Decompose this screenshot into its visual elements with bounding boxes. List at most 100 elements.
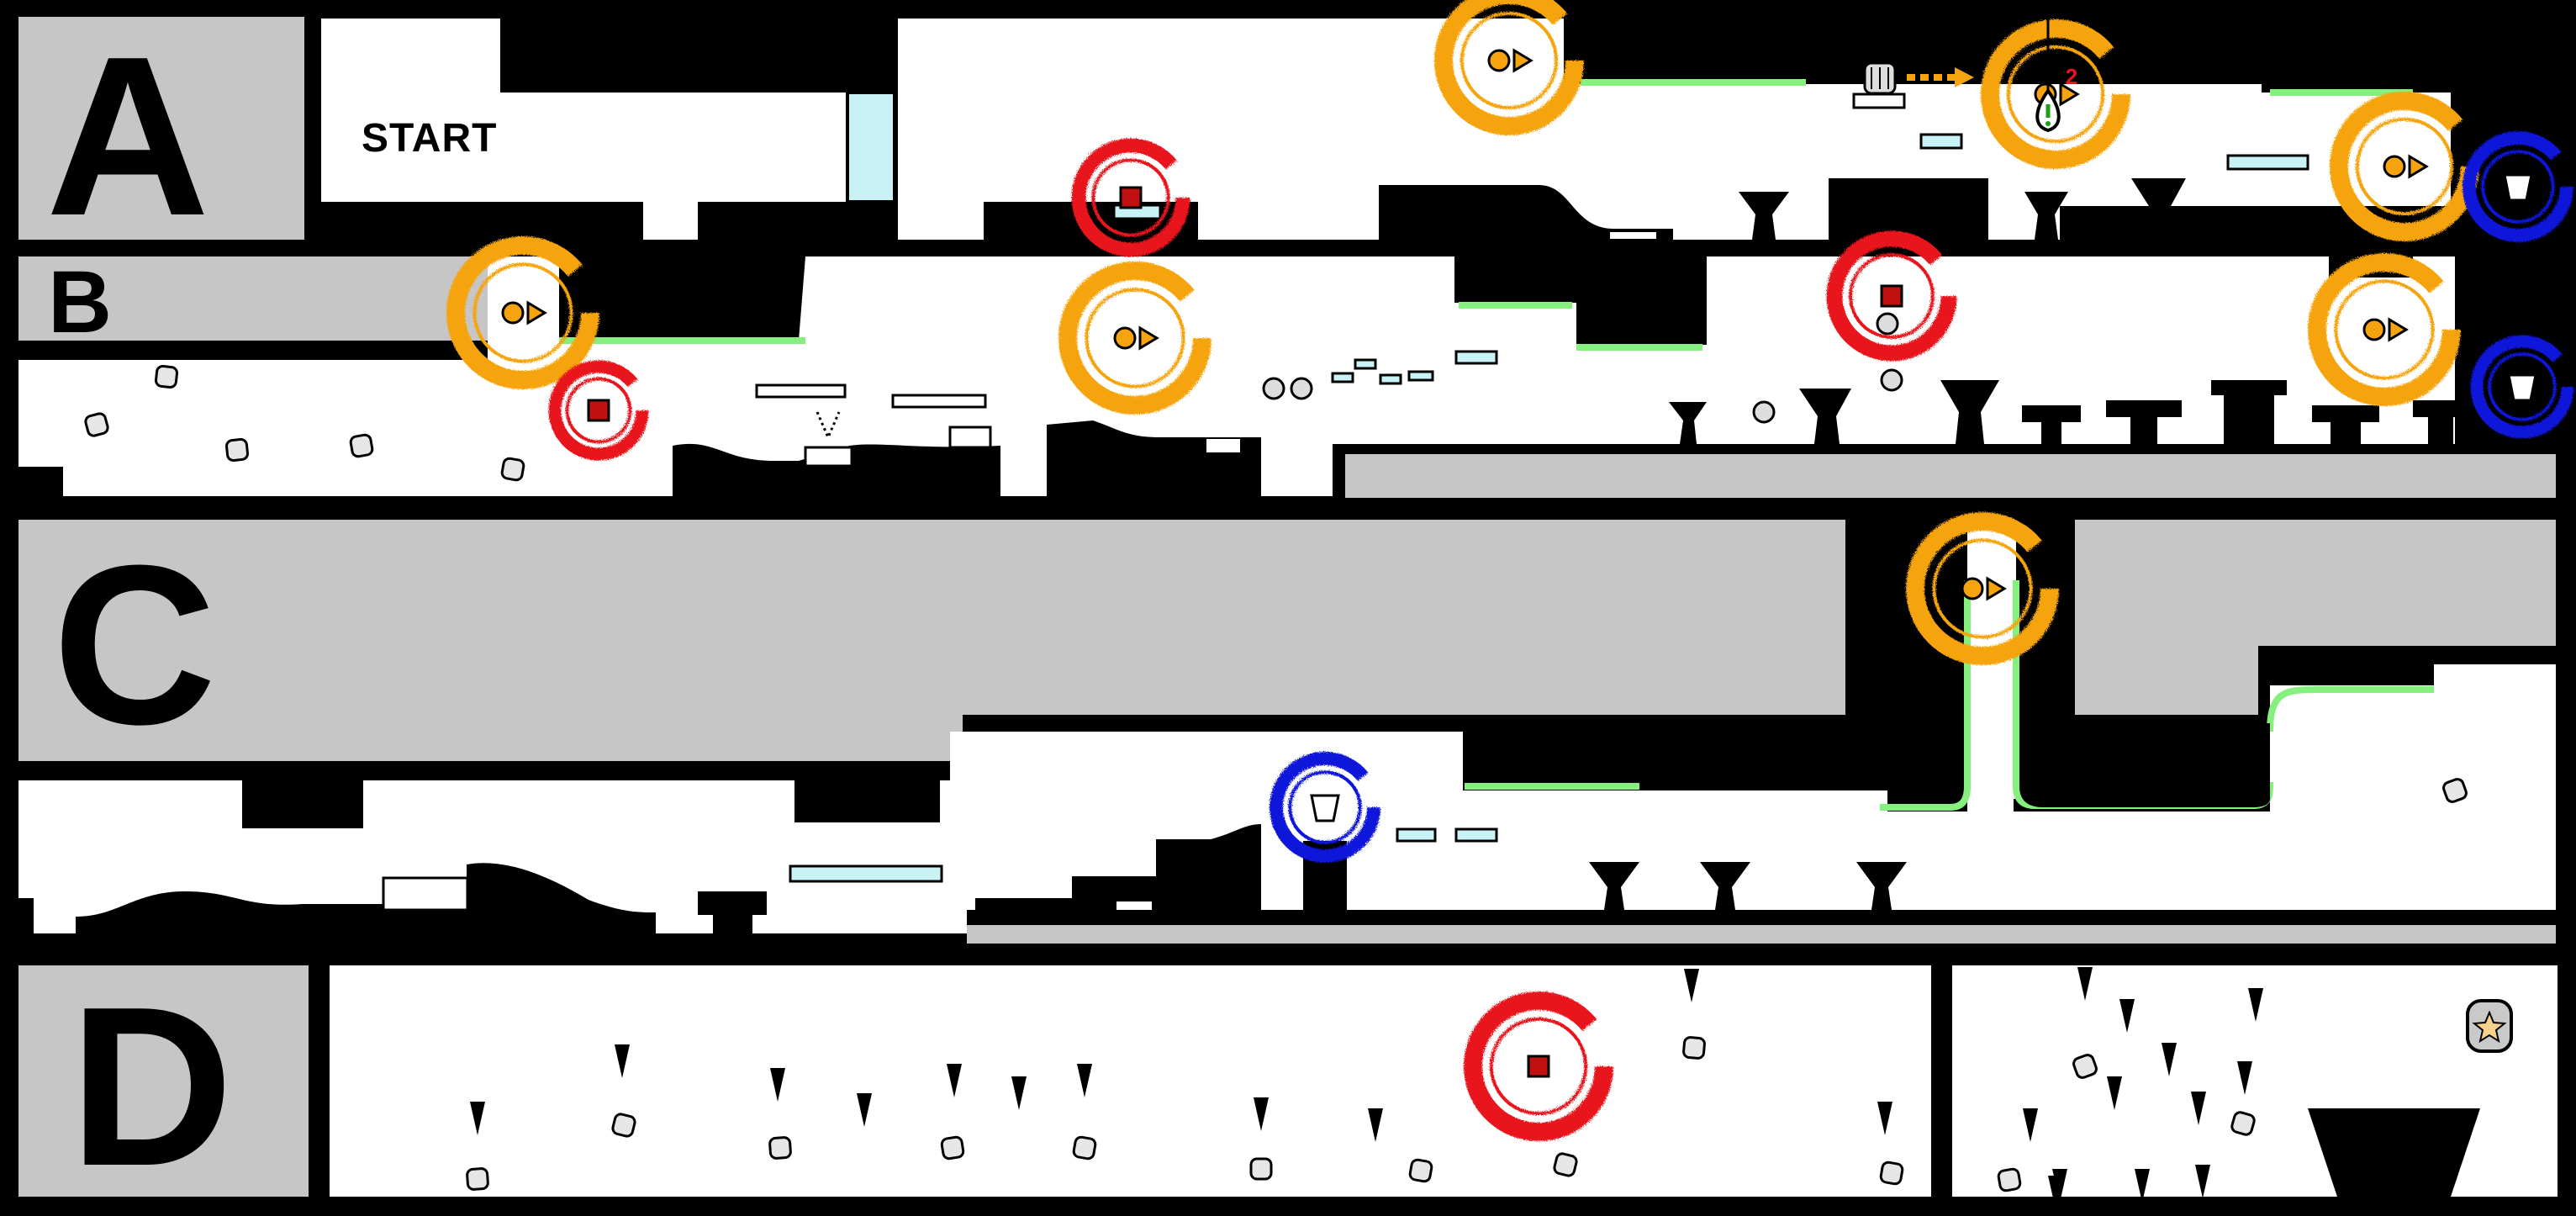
glass-step-2 — [1354, 358, 1377, 370]
spike-icon — [1254, 1097, 1269, 1131]
glass-slab-c3 — [1454, 827, 1498, 843]
floor-slot-a — [1610, 232, 1656, 239]
ring-icon — [548, 360, 649, 461]
ring-inner-icon — [2488, 352, 2557, 421]
crate-icon — [1553, 1152, 1578, 1177]
glass-slab-c1 — [789, 864, 943, 883]
ring-icon — [2308, 253, 2461, 406]
crate-icon — [611, 1113, 636, 1138]
ring-icon — [1981, 19, 2130, 169]
pedestal-b5 — [2106, 400, 2182, 444]
orange-arrow-icon — [1512, 48, 1533, 73]
hint-bubble-icon — [1290, 377, 1313, 400]
c-stair-slot — [1116, 901, 1152, 910]
ring-marker — [2308, 253, 2461, 406]
ring-icon — [1906, 512, 2059, 665]
ring-marker — [1434, 0, 1584, 135]
floor-block-a2 — [1829, 178, 1988, 240]
crate-icon — [1249, 1157, 1273, 1181]
hint-bubble-icon — [1880, 368, 1903, 392]
glass-step-1 — [1331, 372, 1354, 383]
ring-icon — [446, 236, 599, 389]
hint-bubble-icon — [1262, 377, 1285, 400]
orange-arrow-icon — [2408, 154, 2429, 179]
floor-b-ramp — [673, 443, 1000, 496]
c-pedestal-left — [698, 891, 767, 933]
spike-icon — [2023, 1108, 2038, 1142]
ledge-b1 — [755, 383, 847, 399]
crate-icon — [1682, 1036, 1706, 1060]
crate-icon — [155, 365, 178, 389]
ring-marker — [1981, 19, 2130, 169]
ring-inner-icon — [1932, 538, 2033, 639]
checkpoint-cup-icon — [2503, 173, 2533, 202]
ring-marker — [1464, 991, 1613, 1141]
spike-icon — [2248, 988, 2263, 1022]
pedestal-b8 — [2413, 400, 2468, 444]
ring-icon — [1071, 138, 1190, 257]
orange-arrow-icon — [1986, 576, 2007, 601]
spike-icon — [2107, 1076, 2122, 1110]
ring-inner-icon — [2481, 150, 2555, 224]
spike-icon — [2195, 1165, 2210, 1198]
row-b: B — [18, 253, 2556, 498]
pedestal-c1 — [1589, 862, 1639, 910]
pedestal-b1 — [1669, 402, 1707, 444]
spike-icon — [1011, 1076, 1027, 1110]
orange-token-icon — [1487, 49, 1511, 72]
ring-inner-icon — [1489, 1017, 1588, 1116]
row-c-corridor — [18, 521, 2556, 933]
orange-token-icon — [2383, 155, 2406, 178]
c-ceiling-notches — [242, 780, 940, 828]
ring-inner-icon — [1460, 11, 1559, 110]
red-switch-icon — [587, 399, 610, 422]
star-goal-icon — [2466, 999, 2513, 1053]
ring-marker — [446, 236, 599, 389]
glass-slab-a2 — [2226, 154, 2309, 171]
floor-b-slot — [1206, 439, 1240, 452]
red-switch-icon — [1119, 186, 1143, 209]
spike-icon — [2191, 1092, 2206, 1125]
ring-icon — [1058, 262, 1211, 415]
crate-icon — [2442, 778, 2468, 803]
row-d-label-box — [18, 965, 309, 1197]
row-b-gray-band — [1345, 454, 2556, 498]
crate-icon — [500, 457, 525, 482]
row-d-corridor — [330, 965, 1931, 1197]
ring-icon — [1270, 752, 1380, 863]
pedestal-c3 — [1856, 862, 1907, 910]
row-a-corridor — [898, 19, 2451, 240]
ring-inner-icon — [2006, 45, 2105, 144]
glass-door — [846, 91, 896, 204]
ring-inner-icon — [565, 377, 632, 444]
spike-icon — [2077, 967, 2093, 1001]
row-a-letter: A — [46, 10, 210, 263]
ring-marker — [1071, 138, 1190, 257]
ring-marker — [1270, 752, 1380, 863]
crate-icon — [768, 1136, 792, 1160]
spike-icon — [2135, 1169, 2150, 1203]
green-glow-b2 — [1459, 302, 1702, 351]
ring-marker — [1906, 512, 2059, 665]
ceiling-block-a — [1564, 19, 1808, 84]
crate-icon — [1879, 1160, 1904, 1186]
spike-icon — [2162, 1043, 2177, 1076]
orange-arrow-icon — [1138, 325, 1159, 351]
spike-icon — [615, 1044, 630, 1078]
start-label: START — [362, 116, 497, 161]
ring-group — [446, 0, 2574, 1141]
ring-marker — [1826, 230, 1957, 362]
spike-icon — [947, 1064, 962, 1097]
ring-icon — [1464, 991, 1613, 1141]
spike-icon — [857, 1093, 872, 1127]
crate-icon — [84, 412, 109, 437]
crate-icon — [466, 1167, 489, 1191]
floor-gap-a — [643, 202, 698, 240]
crate-icon — [940, 1135, 965, 1160]
red-switch-icon — [1880, 284, 1903, 308]
ring-inner-icon — [472, 262, 573, 363]
spike-icon — [2048, 1176, 2063, 1209]
ring-marker — [2470, 335, 2574, 439]
